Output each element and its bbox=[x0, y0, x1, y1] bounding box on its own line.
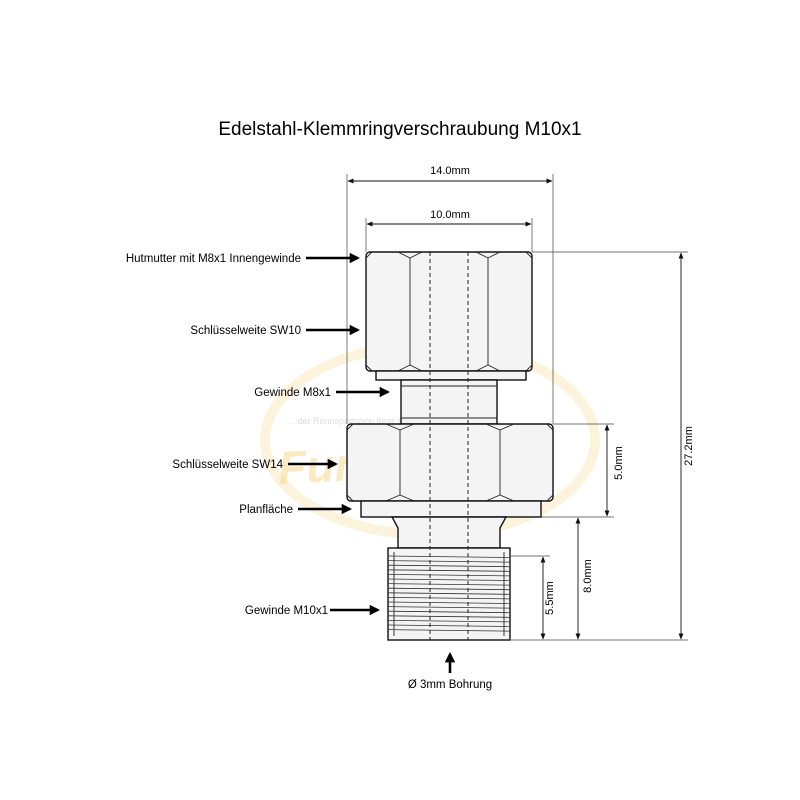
thread-ridge bbox=[387, 629, 511, 632]
thread-ridge bbox=[387, 615, 511, 618]
thread-undercut bbox=[390, 516, 508, 549]
thread-ridge bbox=[387, 560, 511, 563]
thread-ridge bbox=[387, 587, 511, 591]
dim-thread-length: 5.5mm bbox=[510, 555, 556, 640]
drawing-title: Edelstahl-Klemmringverschraubung M10x1 bbox=[218, 119, 581, 140]
thread-ridge bbox=[387, 624, 511, 627]
watermark-tagline: ...der Rennsportshop Ihrer Wahl... bbox=[290, 416, 425, 426]
callout-gewinde-m10: Gewinde M10x1 bbox=[245, 604, 381, 617]
thread-ridge bbox=[387, 583, 511, 586]
thread-ridge bbox=[387, 569, 511, 572]
thread-ridge bbox=[387, 574, 511, 577]
thread-ridge bbox=[387, 601, 511, 604]
cap-nut-washer bbox=[375, 370, 527, 381]
seating-face bbox=[360, 500, 542, 518]
callout-hutmutter: Hutmutter mit M8x1 Innengewinde bbox=[126, 252, 361, 265]
callout-sw14-label: Schlüsselweite SW14 bbox=[172, 459, 283, 471]
dim-thread-section: 8.0mm bbox=[575, 517, 594, 640]
dim-thread-section-label: 8.0mm bbox=[582, 559, 594, 593]
thread-ridge bbox=[387, 564, 511, 568]
callout-hutmutter-label: Hutmutter mit M8x1 Innengewinde bbox=[126, 253, 301, 265]
thread-ridge bbox=[387, 606, 511, 609]
callout-bohrung: Ø 3mm Bohrung bbox=[408, 651, 492, 691]
thread-ridge bbox=[387, 620, 511, 623]
callout-gewinde-m8: Gewinde M8x1 bbox=[254, 386, 391, 399]
dim-nut-width-label: 10.0mm bbox=[430, 209, 470, 221]
callout-sw10-label: Schlüsselweite SW10 bbox=[190, 325, 301, 337]
dim-total-length-label: 27.2mm bbox=[683, 426, 695, 466]
dim-total-length: 27.2mm bbox=[510, 251, 695, 641]
callout-gewinde-m10-label: Gewinde M10x1 bbox=[245, 605, 328, 617]
callout-planflaeche-label: Planfläche bbox=[239, 504, 293, 516]
callout-sw10: Schlüsselweite SW10 bbox=[190, 324, 361, 337]
thread-ridge bbox=[387, 597, 511, 600]
hex-body-sw14 bbox=[346, 423, 554, 502]
thread-ridge bbox=[387, 592, 511, 595]
dim-hex-height: 5.0mm bbox=[541, 423, 625, 518]
m10-thread bbox=[387, 547, 511, 641]
dim-overall-width-label: 14.0mm bbox=[430, 165, 470, 177]
callout-gewinde-m8-label: Gewinde M8x1 bbox=[254, 387, 331, 399]
callout-sw14: Schlüsselweite SW14 bbox=[172, 458, 339, 471]
callout-planflaeche: Planfläche bbox=[239, 503, 353, 516]
callout-bohrung-label: Ø 3mm Bohrung bbox=[408, 679, 492, 691]
dim-hex-height-label: 5.0mm bbox=[613, 446, 625, 480]
fitting-part bbox=[346, 251, 554, 641]
thread-ridge bbox=[387, 555, 511, 558]
thread-ridge bbox=[387, 610, 511, 614]
dim-thread-length-label: 5.5mm bbox=[544, 581, 556, 615]
cap-nut bbox=[365, 251, 533, 372]
dim-nut-width: 10.0mm bbox=[365, 209, 533, 252]
thread-ridge bbox=[387, 578, 511, 581]
m8-thread-neck bbox=[400, 379, 498, 425]
dim-overall-width: 14.0mm bbox=[346, 165, 554, 424]
